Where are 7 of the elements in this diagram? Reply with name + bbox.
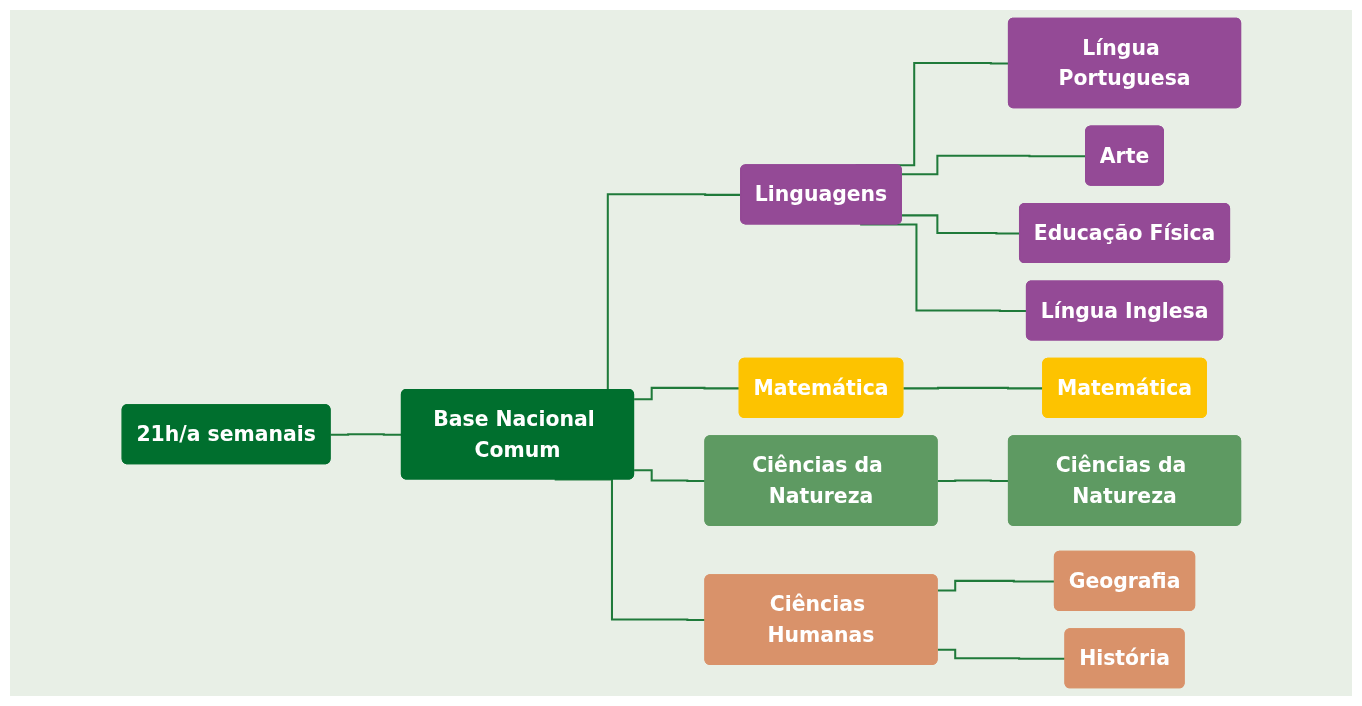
connector bbox=[937, 479, 1009, 483]
connector bbox=[902, 386, 1043, 390]
connector bbox=[901, 214, 1020, 235]
connector bbox=[633, 469, 705, 483]
connector bbox=[937, 579, 1055, 592]
tree-diagram: 21h/a semanais Base Nacional Comum Linguagens Matemática Ciências da Natureza Ciências Humanas Língua Portuguesa Arte Educação Física Língua Inglesa Matemática Ciências da Natureza Geografia História bbox=[113, 10, 1249, 696]
connector bbox=[901, 154, 1086, 176]
